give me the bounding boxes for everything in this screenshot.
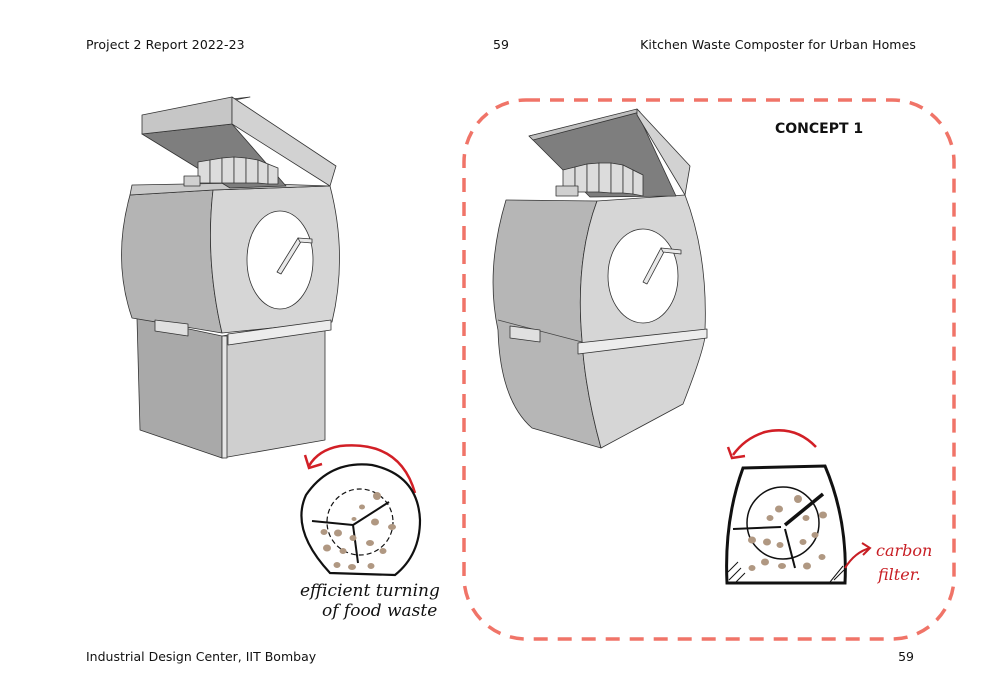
food-waste-particles [748,495,827,571]
annotation-turning-line2: of food waste [322,601,437,621]
header-project-title: Project 2 Report 2022-23 [86,37,245,52]
footer-institution: Industrial Design Center, IIT Bombay [86,649,317,664]
header-report-title: Kitchen Waste Composter for Urban Homes [640,37,916,52]
concept-frame [462,98,956,641]
annotation-filter: filter. [877,565,921,584]
composter-on-stand-render [121,96,340,459]
composter-concept1-render [492,108,708,449]
rotation-arrowhead [303,454,323,470]
annotation-turning-line1: efficient turning [300,581,440,601]
footer-page-number: 59 [898,649,914,664]
drum-rotation-sketch: efficient turning of food waste [300,444,440,621]
rotation-arrowhead [726,446,746,460]
concept-cross-section-sketch: carbon filter. [725,429,932,585]
rotation-arrow [731,429,817,456]
food-waste-particles [320,492,396,570]
header-page-number: 59 [493,37,510,52]
carbon-filter-pointer-arrow [844,547,871,569]
rotation-arrow [307,444,417,494]
concept-title: CONCEPT 1 [775,121,864,137]
annotation-carbon: carbon [876,541,932,560]
